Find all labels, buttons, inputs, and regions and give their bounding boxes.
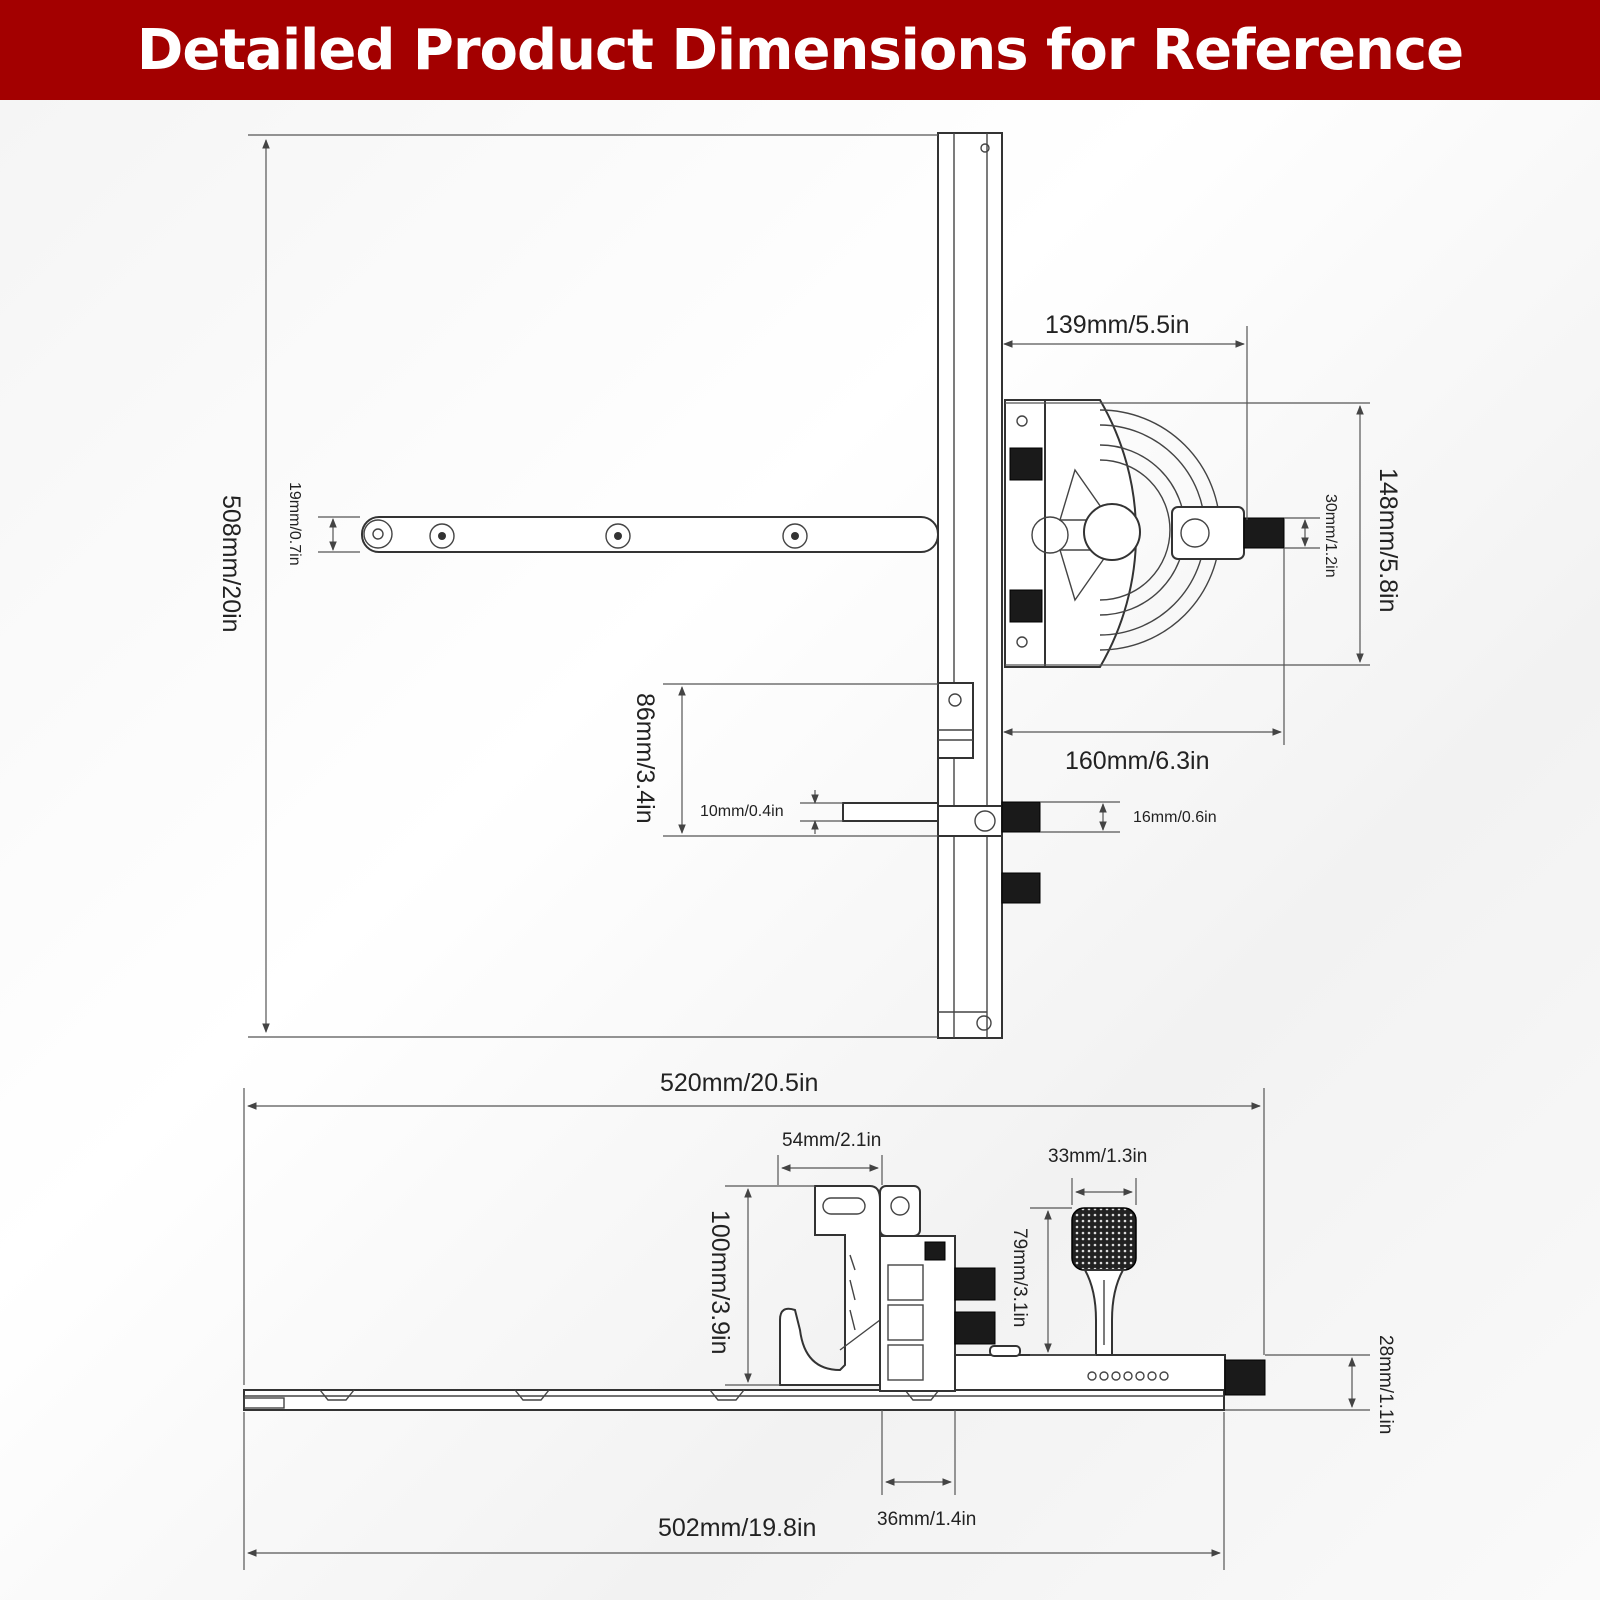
side-dimension-lines	[243, 1088, 1370, 1570]
miter-head	[1004, 399, 1285, 668]
label-base-gap: 36mm/1.4in	[877, 1509, 976, 1530]
label-bar-length: 502mm/19.8in	[658, 1514, 816, 1542]
label-total-height: 508mm/20in	[217, 495, 245, 633]
label-knob-width: 30mm/1.2in	[1322, 494, 1339, 578]
stop-block	[842, 801, 1041, 904]
label-stop-bar: 10mm/0.4in	[700, 803, 784, 820]
base-bar	[243, 1389, 1225, 1411]
title-banner: Detailed Product Dimensions for Referenc…	[0, 0, 1600, 100]
side-view: 520mm/20.5in 54mm/2.1in 100mm/3.9in 33mm…	[243, 1069, 1396, 1570]
label-knob-diameter: 33mm/1.3in	[1048, 1146, 1147, 1167]
page-title: Detailed Product Dimensions for Referenc…	[136, 17, 1464, 83]
top-dimension-lines	[248, 134, 1370, 1038]
label-stop-offset: 86mm/3.4in	[631, 693, 659, 824]
label-head-reach: 160mm/6.3in	[1065, 747, 1210, 775]
base-carriage	[954, 1345, 1266, 1396]
label-head-height: 148mm/5.8in	[1374, 468, 1402, 613]
label-head-offset: 139mm/5.5in	[1045, 311, 1190, 339]
label-stop-knob: 16mm/0.6in	[1133, 809, 1217, 826]
label-head-depth: 54mm/2.1in	[782, 1130, 881, 1151]
label-fence-height: 100mm/3.9in	[706, 1210, 734, 1355]
top-view: 508mm/20in 19mm/0.7in 139mm/5.5in 148mm/…	[217, 132, 1402, 1039]
fence-body	[779, 1185, 996, 1392]
label-base-height: 28mm/1.1in	[1375, 1335, 1396, 1434]
vertical-rail	[937, 132, 1003, 1039]
label-knob-height: 79mm/3.1in	[1009, 1228, 1030, 1327]
horizontal-arm	[361, 516, 939, 553]
label-rail-width: 19mm/0.7in	[286, 482, 303, 566]
hold-down-knob	[1071, 1207, 1137, 1356]
label-total-length: 520mm/20.5in	[660, 1069, 818, 1097]
